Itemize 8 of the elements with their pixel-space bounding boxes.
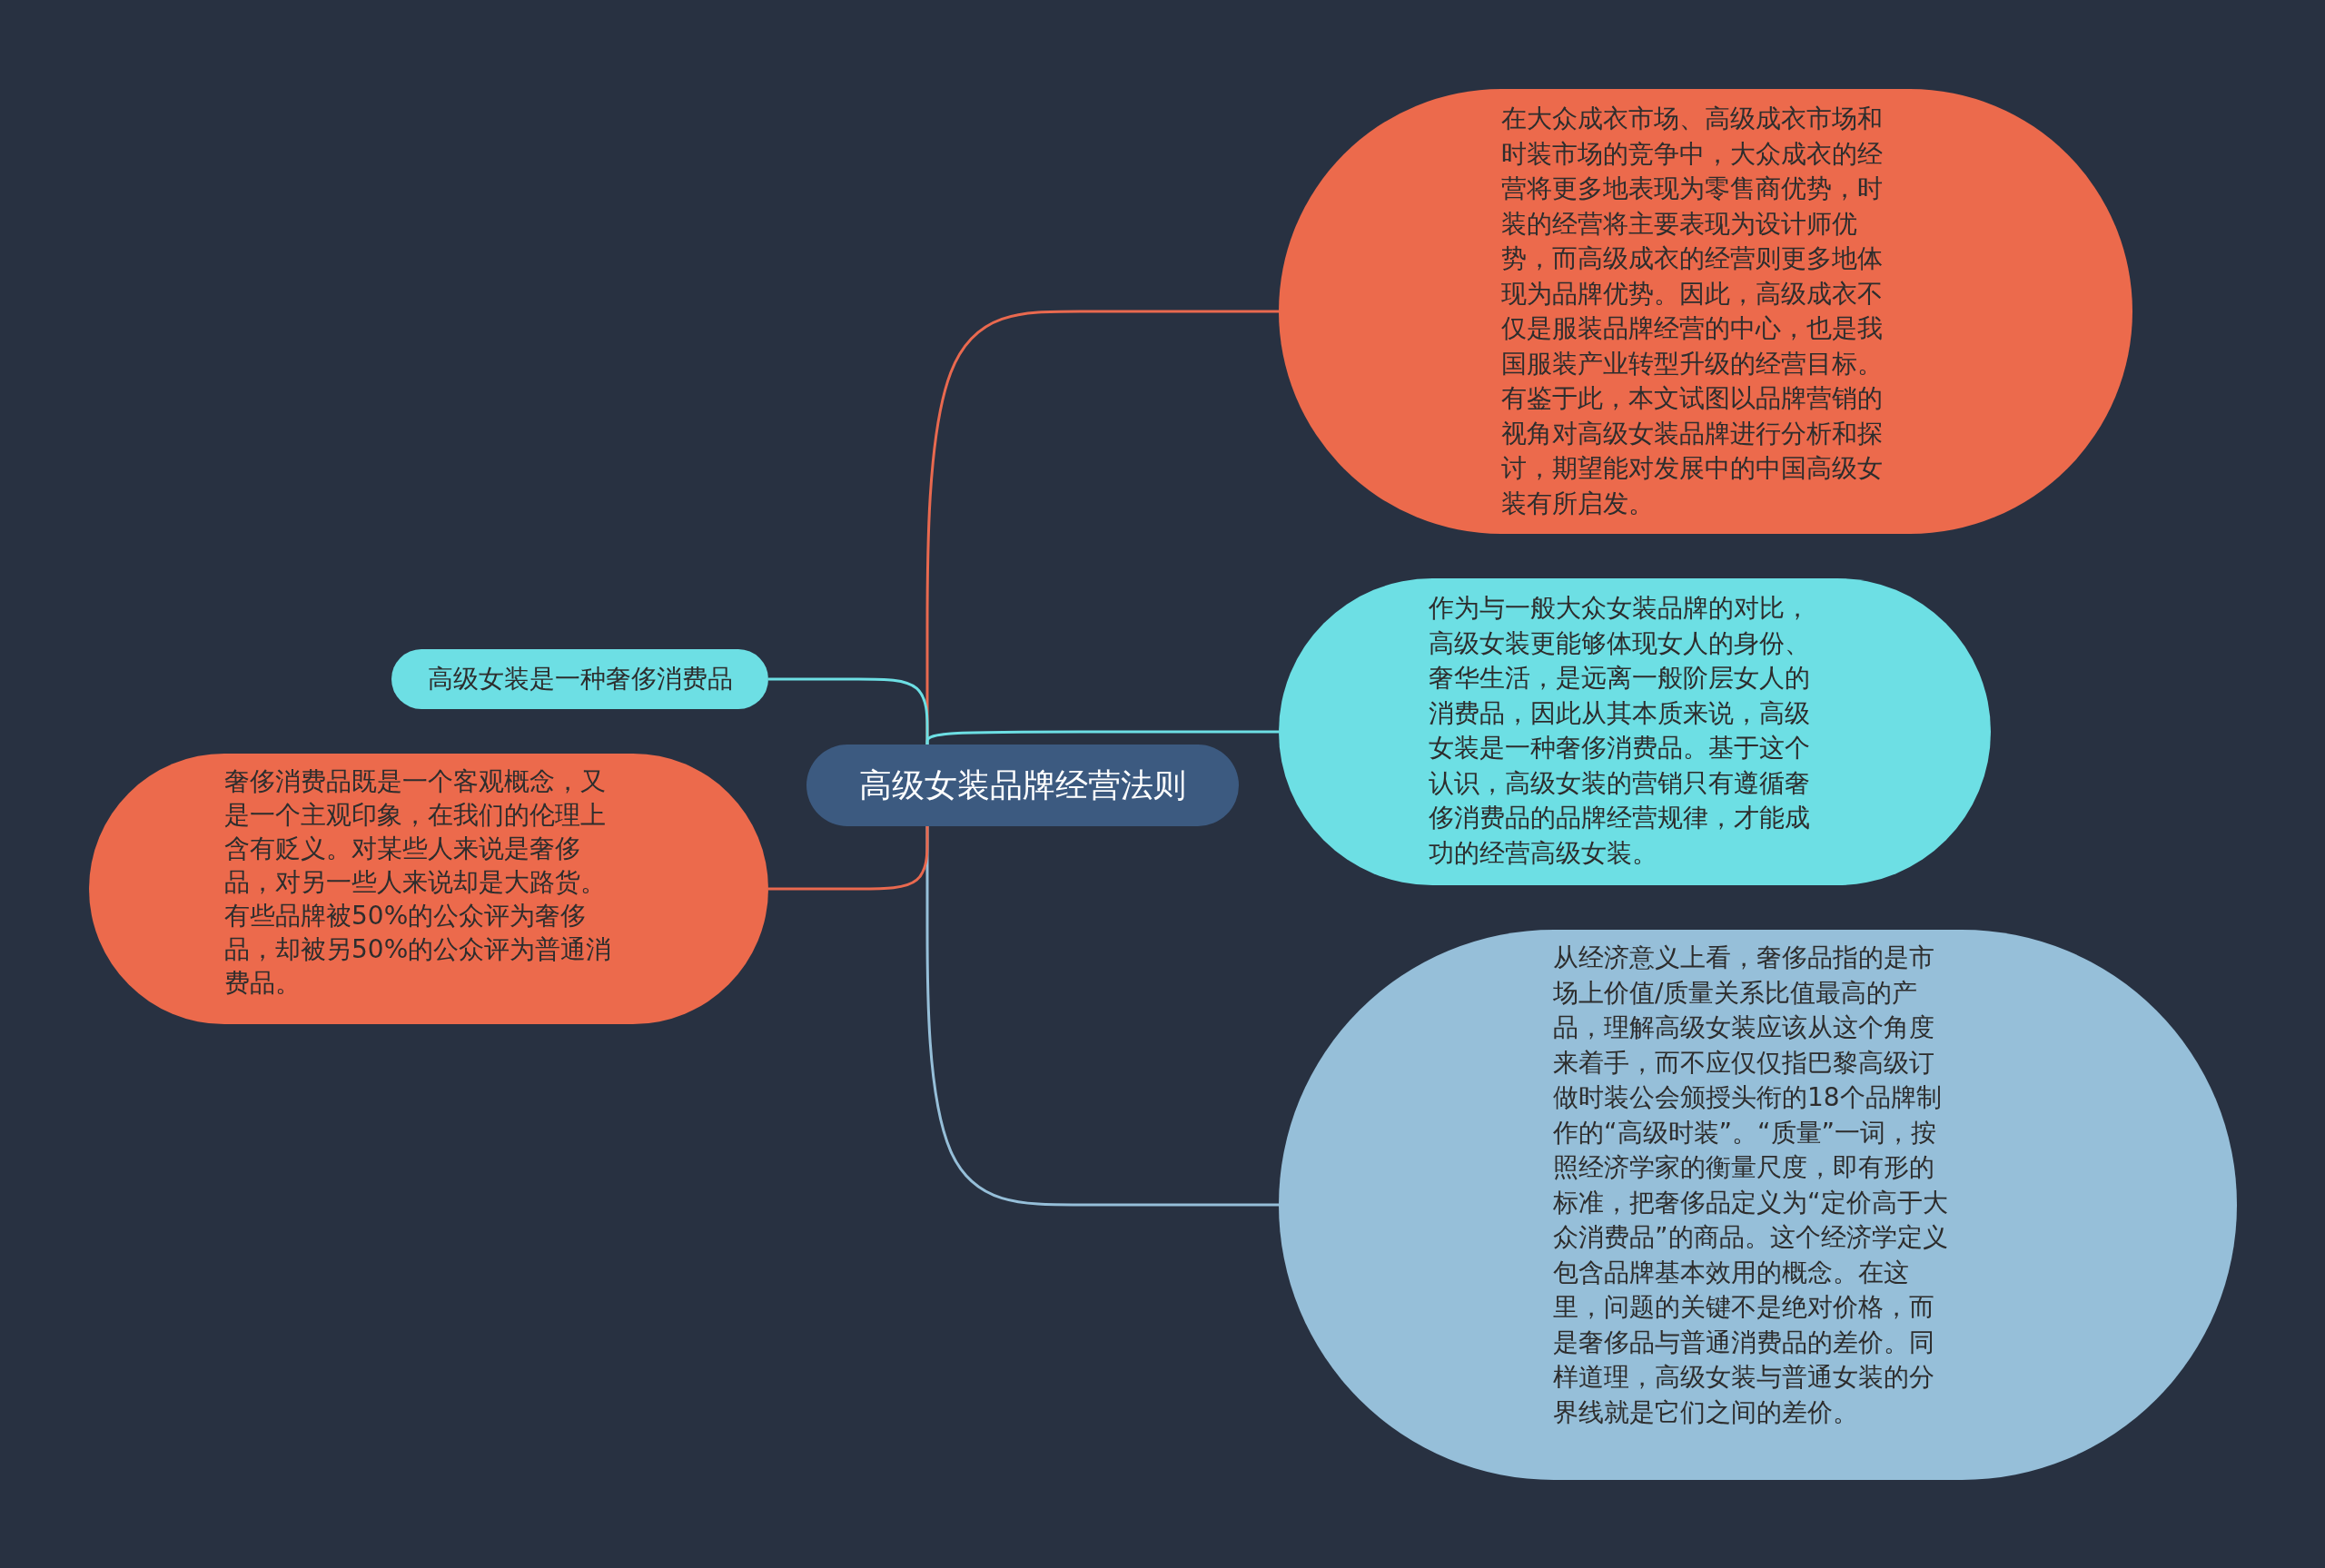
topic-text: 高级女装品牌经营法则 (858, 764, 1187, 805)
topic-text: 作为与一般大众女装品牌的对比，高级女装更能够体现女人的身份、奢华生活，是远离一般阶层女人的消费品，因此从其本质来说，高级女装是一种奢侈消费品。基于这个认识，高级女装的营销只有遵循奢侈消费品的品牌经营规律，才能成功的经营高级女装。 (1429, 592, 1811, 870)
topic-text: 从经济意义上看，奢侈品指的是市场上价值/质量关系比值最高的产品，理解高级女装应该从这个角度来着手，而不应仅仅指巴黎高级订做时装公会颁授头衔的18个品牌制作的“高级时装”。“质量”一词，按照经济学家的衡量尺度，即有形的标准，把奢侈品定义为“定价高于大众消费品”的商品。这个经济学定义包含品牌基本效用的概念。在这里，问题的关键不是绝对价格，而是奢侈品与普通消费品的差价。同样道理，高级女装与普通女装的分界线就是它们之间的差价。 (1553, 942, 1949, 1429)
topic-text: 奢侈消费品既是一个客观概念，又是一个主观印象，在我们的伦理上含有贬义。对某些人来说是奢侈品，对另一些人来说却是大路货。有些品牌被50%的公众评为奢侈品，却被另50%的公众评为普通消费品。 (224, 765, 613, 1000)
topic-text: 高级女装是一种奢侈消费品 (426, 662, 734, 695)
topic-text: 在大众成衣市场、高级成衣市场和时装市场的竞争中，大众成衣的经营将更多地表现为零售商优势，时装的经营将主要表现为设计师优势，而高级成衣的经营则更多地体现为品牌优势。因此，高级成衣不仅是服装品牌经营的中心，也是我国服装产业转型升级的经营目标。有鉴于此，本文试图以品牌营销的视角对高级女装品牌进行分析和探讨，期望能对发展中的中国高级女装有所启发。 (1501, 103, 1884, 520)
connector-line (768, 677, 929, 745)
connector-line (768, 826, 929, 891)
